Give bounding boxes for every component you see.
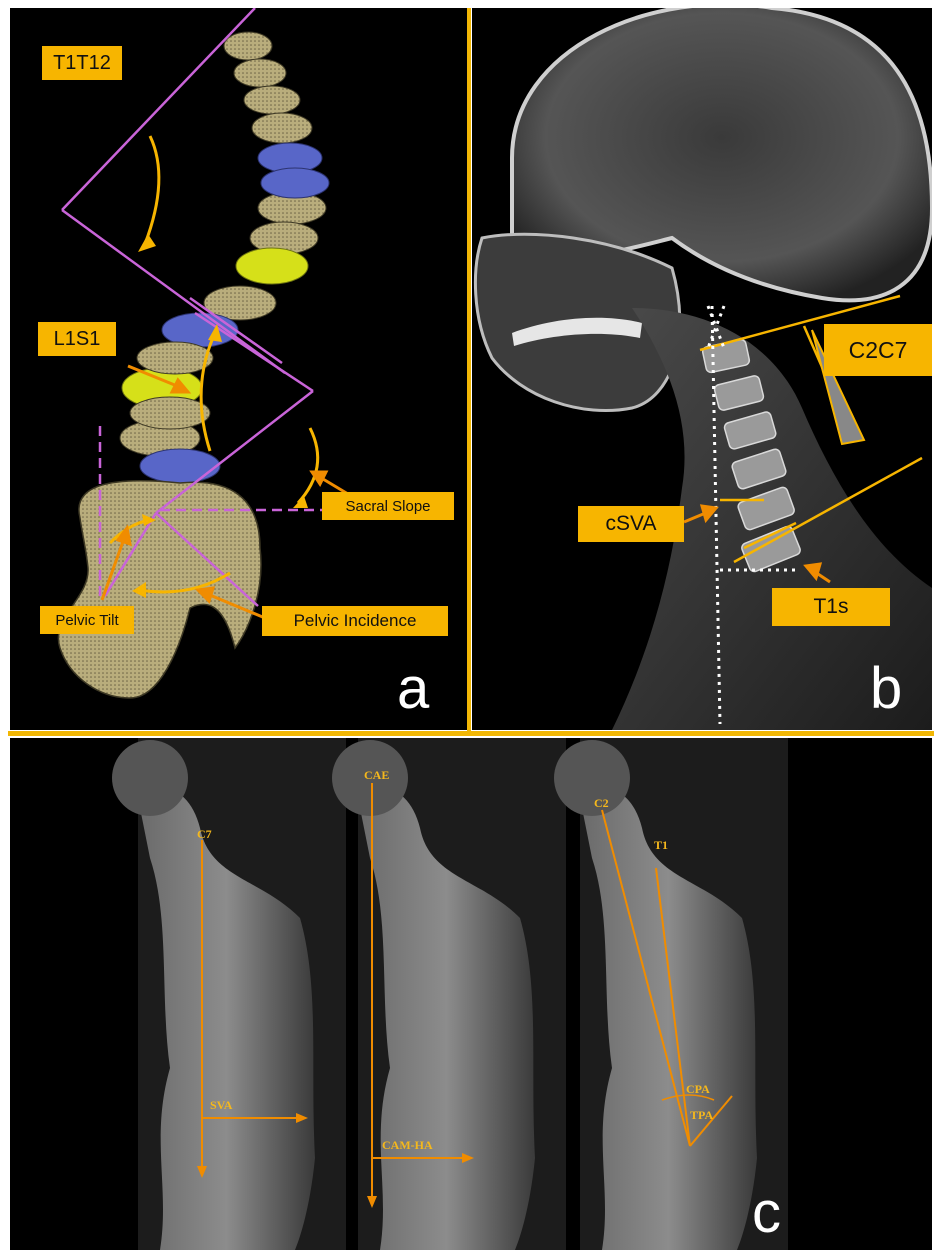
label-csva: cSVA	[578, 506, 684, 542]
label-t1t12: T1T12	[42, 46, 122, 80]
label-pelvic-tilt: Pelvic Tilt	[40, 606, 134, 634]
panel-c-full-spine-xrays: C7 SVA CAE CAM-HA C2 T1 CPA TPA c	[10, 738, 932, 1250]
xray-2	[332, 738, 566, 1250]
panel-b-cervical-xray: C2C7 cSVA T1s b	[472, 8, 932, 730]
pelvis	[58, 481, 261, 698]
panel-letter-b: b	[870, 660, 902, 718]
label-tpa: TPA	[690, 1108, 713, 1123]
label-c2: C2	[594, 796, 609, 811]
horizontal-divider	[8, 731, 934, 736]
label-cae: CAE	[364, 768, 389, 783]
label-cpa: CPA	[686, 1082, 710, 1097]
vertical-divider	[467, 8, 471, 732]
panel-letter-c: c	[752, 1184, 781, 1242]
xray-1	[112, 738, 346, 1250]
panel-letter-a: a	[397, 660, 429, 718]
label-t1s: T1s	[772, 588, 890, 626]
label-l1s1: L1S1	[38, 322, 116, 356]
full-spine-xrays	[10, 738, 932, 1250]
label-sva: SVA	[210, 1098, 232, 1113]
label-pelvic-incidence: Pelvic Incidence	[262, 606, 448, 636]
panel-a-spine-3d: T1T12 L1S1 Sacral Slope Pelvic Tilt Pelv…	[10, 8, 467, 730]
label-c7: C7	[197, 827, 212, 842]
label-c2c7: C2C7	[824, 324, 932, 376]
label-cam-ha: CAM-HA	[382, 1138, 433, 1153]
label-t1: T1	[654, 838, 668, 853]
label-sacral-slope: Sacral Slope	[322, 492, 454, 520]
